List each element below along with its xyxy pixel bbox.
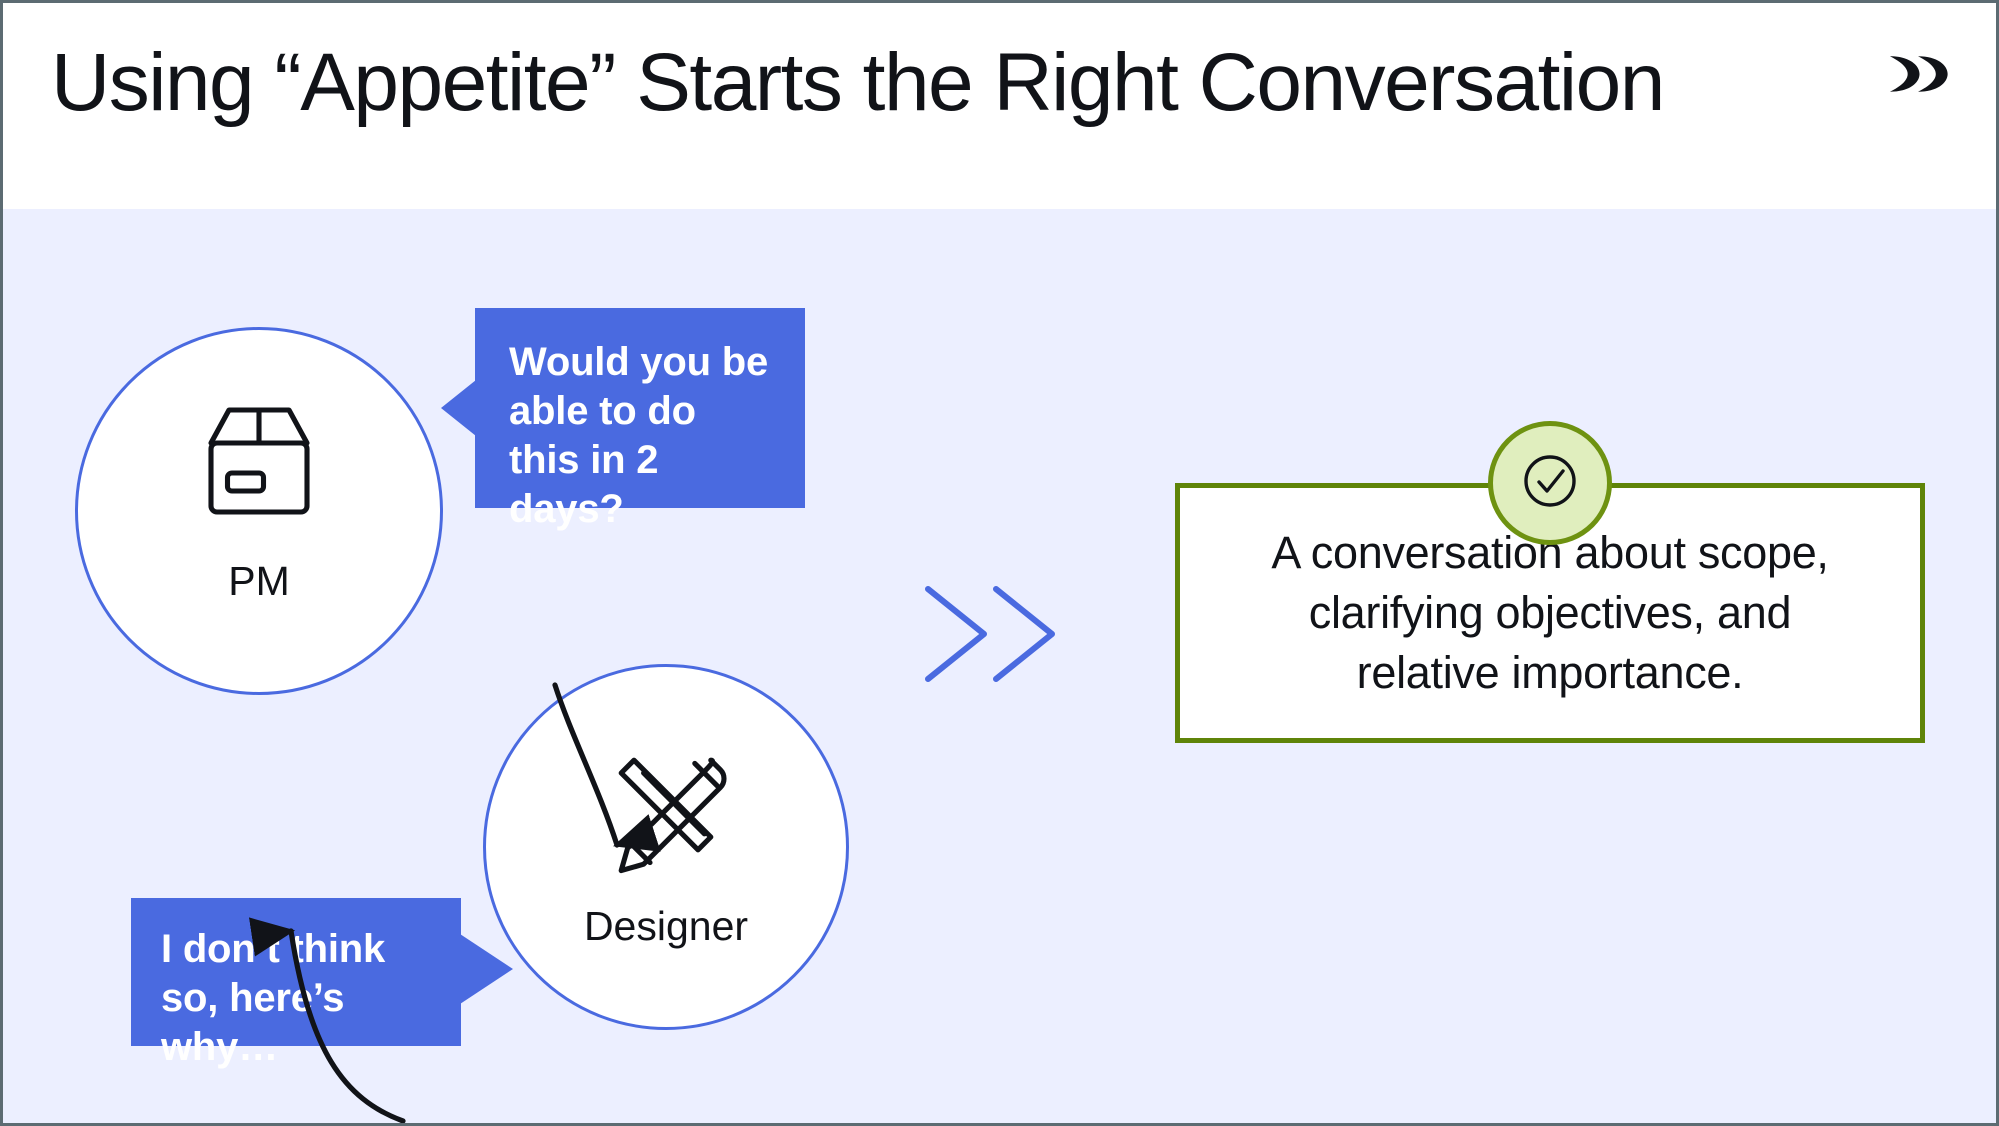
speech-bubble-designer-reply[interactable]: I don’t think so, here’s why…: [131, 898, 513, 1069]
package-box-icon: [184, 386, 334, 536]
speech-bubble-designer-text: I don’t think so, here’s why…: [161, 927, 386, 1069]
role-label-designer: Designer: [583, 903, 749, 949]
role-node-designer[interactable]: Designer: [483, 664, 849, 1030]
speech-bubble-pm-text: Would you be able to do this in 2 days?: [509, 340, 769, 531]
check-circle-badge: [1488, 421, 1612, 545]
role-node-pm[interactable]: PM: [75, 327, 443, 695]
speech-bubble-pm-question[interactable]: Would you be able to do this in 2 days?: [441, 308, 805, 531]
outcome-text: A conversation about scope, clarifying o…: [1271, 527, 1829, 698]
double-chevron-right-icon: [918, 579, 1088, 689]
slide-header: Using “Appetite” Starts the Right Conver…: [3, 3, 1996, 209]
diagram-canvas: PM: [3, 209, 1996, 1123]
check-circle-icon: [1518, 449, 1582, 518]
bubble-tail-right: [460, 934, 513, 1004]
role-label-pm: PM: [228, 558, 290, 604]
double-chevron-brand-logo-icon: [1884, 37, 1958, 111]
bubble-tail-left: [441, 380, 476, 436]
pencil-ruler-icon: [586, 725, 746, 885]
page-title: Using “Appetite” Starts the Right Conver…: [51, 37, 1665, 128]
